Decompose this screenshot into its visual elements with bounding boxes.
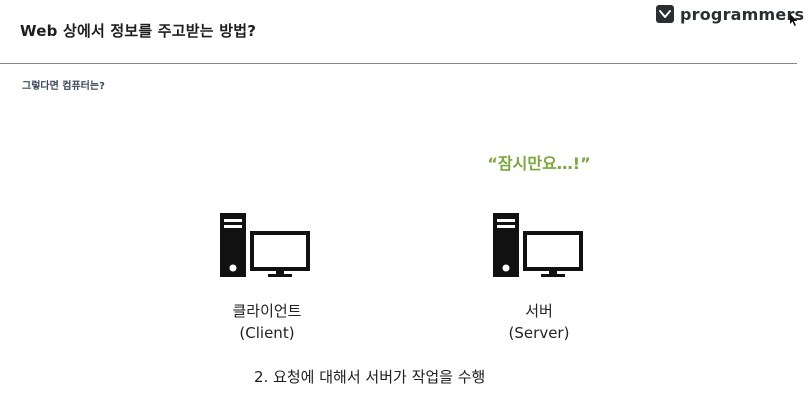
programmers-logo-icon: [656, 5, 674, 23]
server-name: 서버: [525, 302, 553, 320]
client-english: (Client): [239, 324, 295, 342]
server-label: 서버 (Server): [469, 300, 609, 344]
mouse-cursor-icon: [790, 14, 798, 26]
brand-name: programmers: [680, 4, 805, 24]
client-label: 클라이언트 (Client): [197, 300, 337, 344]
slide-subtitle: 그렇다면 컴퓨터는?: [22, 81, 105, 92]
server-computer-icon: [493, 213, 583, 277]
step-caption: 2. 요청에 대해서 서버가 작업을 수행: [254, 368, 486, 386]
slide-title: Web 상에서 정보를 주고받는 방법?: [20, 22, 257, 40]
client-computer-icon: [220, 213, 310, 277]
header-divider: [0, 63, 797, 64]
client-name: 클라이언트: [232, 302, 302, 320]
brand-logo: programmers: [656, 3, 804, 25]
server-english: (Server): [508, 324, 570, 342]
server-speech: “잠시만요…!”: [487, 154, 591, 173]
